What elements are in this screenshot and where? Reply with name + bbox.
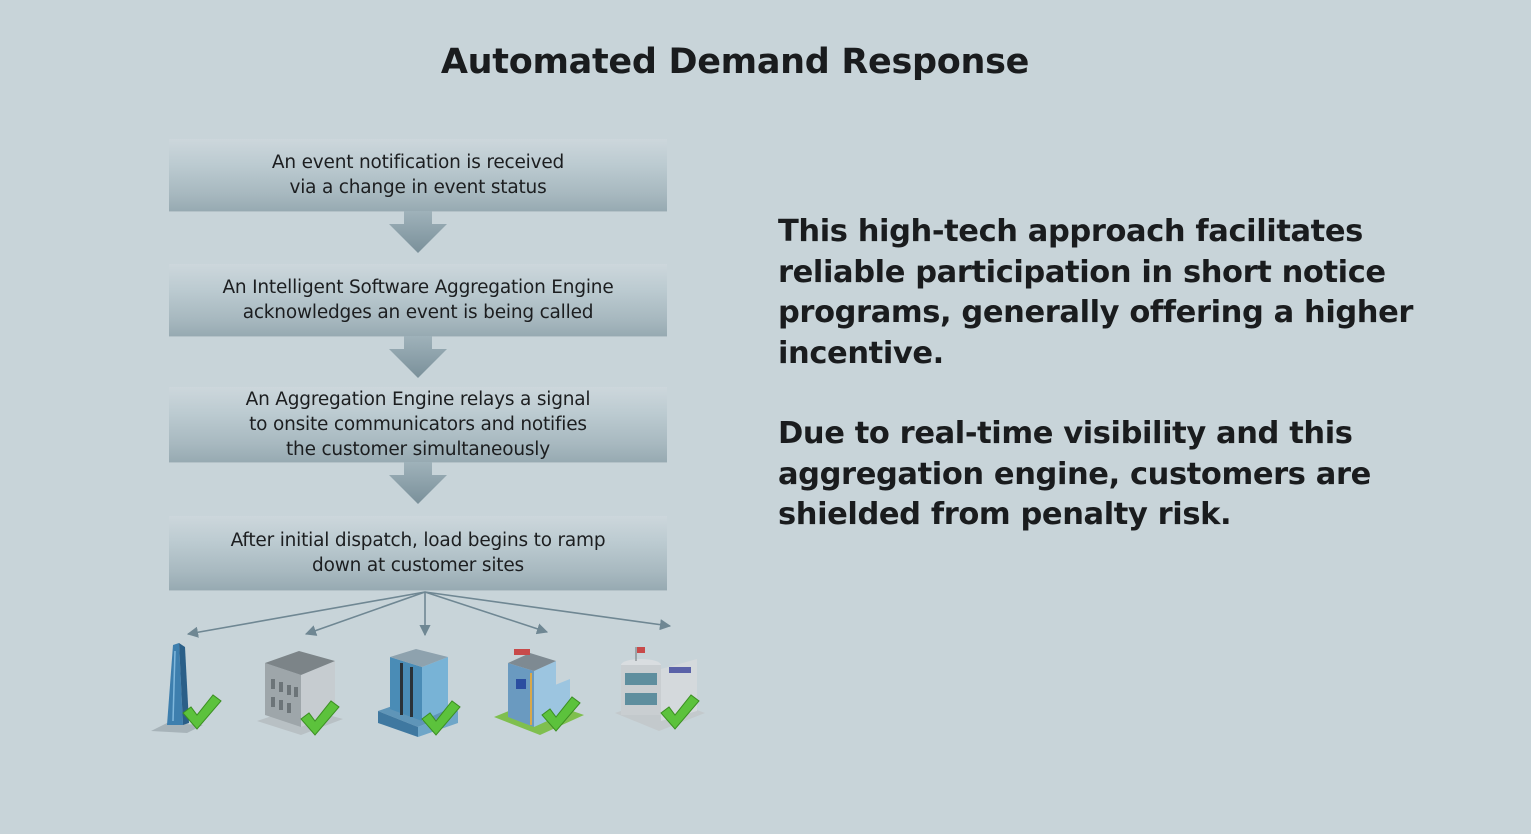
classic-building-icon: [257, 651, 343, 736]
government-building-icon: [615, 647, 705, 731]
connector-arrow: [424, 591, 672, 631]
flow-step-3: An Aggregation Engine relays a signal to…: [169, 387, 667, 462]
description-paragraph-1: This high-tech approach facilitates reli…: [778, 214, 1414, 371]
flow-step-text: An event notification is received via a …: [271, 152, 565, 198]
connector-arrow: [424, 591, 549, 635]
check-icon: [541, 696, 581, 732]
down-arrow-icon: [389, 211, 447, 253]
flow-step-text: An Aggregation Engine relays a signal to…: [245, 389, 591, 460]
flow-step-text: After initial dispatch, load begins to r…: [230, 530, 606, 576]
connector-arrow: [304, 591, 426, 636]
down-arrow-icon: [389, 336, 447, 378]
check-icon: [300, 700, 340, 736]
page-title: Automated Demand Response: [440, 42, 1030, 82]
check-icon: [660, 694, 700, 730]
check-icon: [421, 700, 461, 736]
flow-step-text: An Intelligent Software Aggregation Engi…: [222, 277, 614, 323]
corporate-building-icon: [494, 649, 584, 735]
check-icon: [182, 694, 222, 730]
fan-out-connectors: [186, 591, 672, 638]
skyscraper-icon: [151, 643, 222, 733]
flow-step-2: An Intelligent Software Aggregation Engi…: [169, 264, 667, 336]
description-paragraph-2: Due to real-time visibility and this agg…: [778, 416, 1371, 532]
connector-arrow: [186, 591, 426, 638]
flow-step-4: After initial dispatch, load begins to r…: [169, 516, 667, 590]
description: This high-tech approach facilitates reli…: [778, 212, 1418, 576]
office-tower-icon: [378, 649, 461, 737]
down-arrow-icon: [389, 462, 447, 504]
flow-step-1: An event notification is received via a …: [169, 139, 667, 211]
